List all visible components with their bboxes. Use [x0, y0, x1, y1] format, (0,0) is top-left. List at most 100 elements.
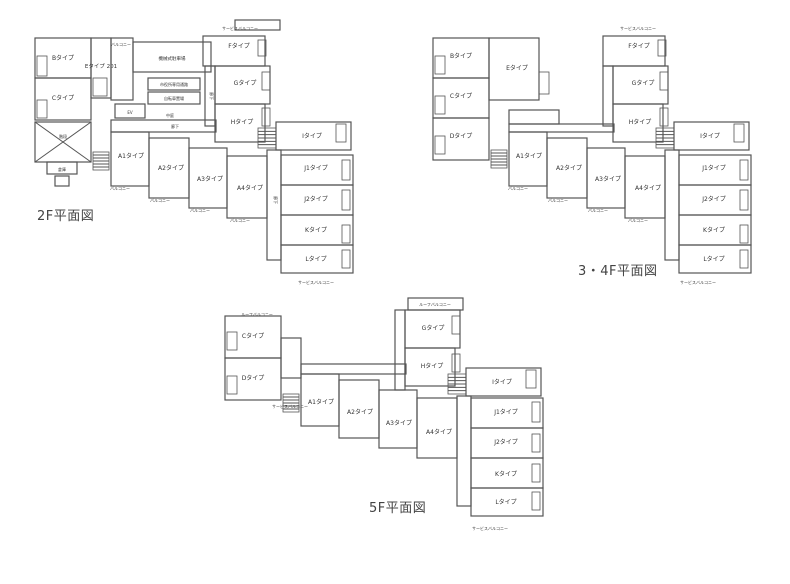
storage-closet — [531, 491, 541, 511]
balcony-label: バルコニー — [111, 42, 131, 47]
balcony-label: バルコニー — [150, 198, 170, 203]
storage-closet — [659, 71, 669, 91]
storage-closet — [739, 159, 749, 181]
storage-closet — [335, 123, 347, 143]
storage-closet — [538, 71, 550, 95]
unit-label-j2: J2タイプ — [493, 438, 518, 446]
balcony-label: バルコニー — [190, 208, 210, 213]
unit-label-l: Lタイプ — [703, 255, 724, 263]
unit-label-j1: J1タイプ — [701, 164, 726, 172]
unit-label-a4: A4タイプ — [426, 428, 452, 436]
storage-closet — [739, 249, 749, 269]
storage-closet — [434, 135, 446, 155]
unit-d — [432, 117, 490, 161]
unit-i — [275, 121, 352, 151]
unit-label-h: Hタイプ — [231, 118, 254, 126]
unit-label-k: Kタイプ — [305, 226, 327, 234]
roof-balcony-west — [234, 19, 281, 31]
small-room — [54, 175, 70, 187]
service-balcony-label: サービスバルコニー — [680, 279, 716, 285]
unit-a4 — [416, 397, 458, 459]
passage-label: 市役所専用通路 — [160, 81, 188, 87]
unit-l — [280, 244, 354, 274]
roof-balcony-label: ルーフバルコニー — [241, 312, 273, 317]
storage-closet — [733, 123, 745, 143]
city-passage — [147, 77, 201, 91]
unit-label-i: Iタイプ — [492, 378, 512, 386]
service-balcony-label: サービスバルコニー — [472, 525, 508, 531]
unit-label-d: Dタイプ — [242, 374, 265, 382]
unit-label-k: Kタイプ — [495, 470, 517, 478]
corridor-vertical — [204, 65, 216, 127]
storage-closet — [739, 224, 749, 244]
storage-closet — [257, 39, 267, 57]
unit-label-a1: A1タイプ — [118, 152, 144, 160]
unit-label-a1: A1タイプ — [308, 398, 334, 406]
corridor-east — [456, 395, 472, 507]
corridor-label: 廊下 — [209, 92, 215, 100]
unit-f — [202, 35, 266, 67]
unit-label-d: Dタイプ — [450, 132, 473, 140]
storage-closet — [659, 107, 669, 127]
unit-label-k: Kタイプ — [703, 226, 725, 234]
unit-label-a1: A1タイプ — [516, 152, 542, 160]
plan-title-3-4f: 3・4F平面図 — [578, 264, 658, 279]
corridor-east — [664, 149, 680, 261]
unit-label-b: Bタイプ — [450, 52, 472, 60]
unit-label-b: Bタイプ — [52, 54, 74, 62]
corridor-vertical — [394, 309, 406, 391]
unit-i — [673, 121, 750, 151]
unit-d — [224, 357, 282, 401]
unit-label-a3: A3タイプ — [386, 419, 412, 427]
stair-label: 階段 — [59, 133, 67, 139]
unit-label-a4: A4タイプ — [635, 184, 661, 192]
unit-label-a2: A2タイプ — [347, 408, 373, 416]
balcony-label: バルコニー — [230, 218, 250, 223]
service-balcony-label: サービスバルコニー — [620, 25, 656, 31]
storage-closet — [657, 39, 667, 57]
plan-title-5f: 5F平面図 — [369, 501, 427, 516]
service-balcony-label: サービスバルコニー — [222, 25, 258, 31]
corridor-label: 廊下 — [273, 196, 279, 204]
unit-label-e: Eタイプ 201 — [85, 62, 117, 70]
storage-closet — [434, 55, 446, 75]
bicycle-parking — [147, 91, 201, 105]
balcony-label: バルコニー — [548, 198, 568, 203]
unit-label-h: Hタイプ — [421, 362, 444, 370]
unit-label-g: Gタイプ — [632, 79, 655, 87]
unit-label-f: Fタイプ — [228, 42, 249, 50]
unit-label-e: Eタイプ — [506, 64, 528, 72]
corridor-vertical — [602, 65, 614, 127]
x-mark — [34, 121, 92, 163]
unit-label-j1: J1タイプ — [303, 164, 328, 172]
unit-label-a3: A3タイプ — [595, 175, 621, 183]
unit-f — [602, 35, 666, 67]
storage-closet — [341, 249, 351, 269]
unit-a3 — [378, 389, 418, 449]
storage-closet — [341, 189, 351, 211]
unit-label-a2: A2タイプ — [158, 164, 184, 172]
corridor-upper — [300, 363, 407, 375]
plan-title-2f: 2F平面図 — [37, 209, 95, 224]
storage-closet — [434, 95, 446, 115]
storage-closet — [341, 159, 351, 181]
unit-label-c: Cタイプ — [242, 332, 264, 340]
unit-label-j2: J2タイプ — [303, 195, 328, 203]
corridor-upper — [110, 119, 217, 133]
unit-l — [470, 487, 544, 517]
balcony-label: バルコニー — [628, 218, 648, 223]
unit-label-c: Cタイプ — [52, 94, 74, 102]
unit-label-i: Iタイプ — [700, 132, 720, 140]
balcony-label: バルコニー — [110, 186, 130, 191]
balcony-label: サービスバルコニー — [272, 403, 308, 409]
corridor-west — [280, 337, 302, 379]
ev-hall — [114, 103, 146, 119]
unit-label-i: Iタイプ — [302, 132, 322, 140]
storage-closet — [261, 107, 271, 127]
unit-label-j2: J2タイプ — [701, 195, 726, 203]
balcony-label: バルコニー — [508, 186, 528, 191]
roof-balcony-label: ルーフバルコニー — [419, 302, 451, 307]
ev-label: EV — [127, 110, 133, 115]
unit-c — [34, 77, 92, 121]
unit-i — [465, 367, 542, 397]
